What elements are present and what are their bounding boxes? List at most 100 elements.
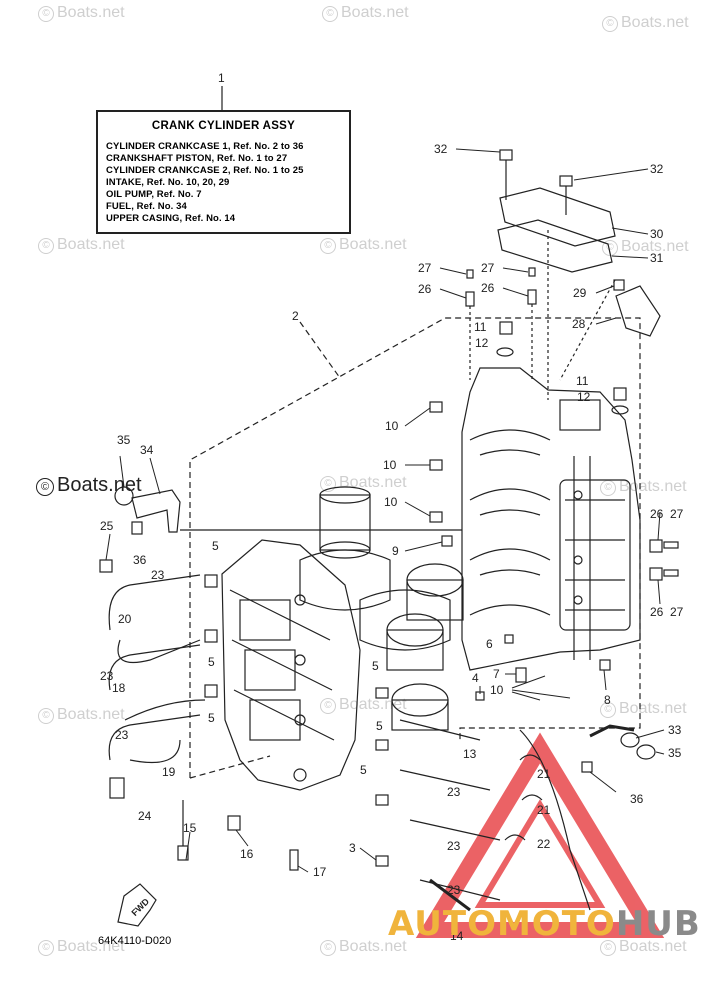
washer-12 xyxy=(496,347,514,357)
fitting-3 xyxy=(375,855,389,867)
nipple-10 xyxy=(429,511,443,523)
crank-top-flange-lower xyxy=(319,541,371,559)
leader-line xyxy=(404,501,431,517)
cover-guide-line xyxy=(559,279,616,381)
bolt-hole xyxy=(293,768,307,782)
assembly-dashed-outline xyxy=(189,317,641,779)
leader-line xyxy=(511,675,546,689)
callout-26: 26 xyxy=(481,281,495,295)
bolt-hole xyxy=(294,714,306,726)
callout-26: 26 xyxy=(418,282,432,296)
leader-line xyxy=(611,227,649,235)
brand-part-2: HUB xyxy=(615,904,701,944)
legend-line: INTAKE, Ref. No. 10, 20, 29 xyxy=(106,177,230,188)
screw-27 xyxy=(663,541,679,549)
watermark-text: Boats.net xyxy=(57,938,125,955)
callout-35: 35 xyxy=(117,433,131,447)
crankcase-front-port-1 xyxy=(239,599,291,641)
watermark: ©Boats.net xyxy=(322,4,409,22)
filter-7 xyxy=(515,667,527,683)
fitting-5 xyxy=(204,574,218,588)
legend-line: UPPER CASING, Ref. No. 14 xyxy=(106,213,236,224)
fwd-arrow: FWD xyxy=(117,883,157,927)
callout-16: 16 xyxy=(240,847,254,861)
callout-11: 11 xyxy=(474,320,487,334)
leader-line xyxy=(611,255,649,259)
callout-36: 36 xyxy=(630,792,644,806)
dowel-26 xyxy=(465,291,475,307)
plug-16 xyxy=(227,815,241,831)
callout-10: 10 xyxy=(384,495,398,509)
logo-triangle-outer xyxy=(415,732,665,938)
callout-22: 22 xyxy=(537,837,551,851)
hose-19 xyxy=(129,739,181,764)
crankcase-rear-bearing-saddles xyxy=(469,429,551,616)
upper-small-parts xyxy=(429,267,661,547)
bolt-32-head xyxy=(499,149,513,161)
plug-8 xyxy=(599,659,611,671)
callout-23: 23 xyxy=(447,883,461,897)
clip-25 xyxy=(99,559,113,573)
legend-line: CRANKSHAFT PISTON, Ref. No. 1 to 27 xyxy=(106,153,288,164)
callout-5: 5 xyxy=(372,659,379,673)
watermark-text: Boats.net xyxy=(339,696,407,713)
leader-line xyxy=(502,267,529,273)
callout-2: 2 xyxy=(292,309,299,323)
brand-wordmark: AUTOMOTOHUB xyxy=(388,904,701,944)
callout-21: 21 xyxy=(537,803,551,817)
crankcase-rear-top-pad xyxy=(559,399,601,431)
callout-15: 15 xyxy=(183,821,197,835)
cap-33 xyxy=(620,732,640,748)
leader-line xyxy=(105,533,111,561)
hose-20 xyxy=(117,639,201,664)
copyright-icon: © xyxy=(320,698,336,714)
callout-5: 5 xyxy=(360,763,367,777)
leader-2 xyxy=(299,321,341,379)
callout-28: 28 xyxy=(572,317,586,331)
callout-5: 5 xyxy=(212,539,219,553)
watermark: ©Boats.net xyxy=(320,236,407,254)
plug-9 xyxy=(441,535,453,547)
leader-line xyxy=(404,407,431,427)
copyright-icon: © xyxy=(38,940,54,956)
hose-23 xyxy=(108,574,201,631)
copyright-icon: © xyxy=(320,940,336,956)
bracket-28 xyxy=(615,285,661,337)
lower-parts xyxy=(177,539,679,912)
leader-line xyxy=(511,689,571,699)
cover-30 xyxy=(499,187,616,247)
bolt-hole xyxy=(294,654,306,666)
plug-11 xyxy=(499,321,513,335)
watermark: ©Boats.net xyxy=(320,938,407,956)
crankshaft-assembly xyxy=(299,486,464,731)
fwd-label: FWD xyxy=(130,896,152,918)
screw-27 xyxy=(663,569,679,577)
crankcase-rear xyxy=(461,367,641,671)
callout-1: 1 xyxy=(218,71,225,85)
clip-26 xyxy=(649,539,663,553)
leader-line xyxy=(657,511,661,541)
screw-27 xyxy=(466,269,474,279)
piston-2-skirt xyxy=(386,629,444,671)
copyright-icon: © xyxy=(322,6,338,22)
leader-line xyxy=(603,669,607,691)
crankcase-front-port-2 xyxy=(244,649,296,691)
leader-line xyxy=(511,691,541,701)
copyright-icon: © xyxy=(38,708,54,724)
watermark: ©Boats.net xyxy=(38,236,125,254)
screw-27 xyxy=(528,267,536,277)
piston-1-skirt xyxy=(406,579,464,621)
callout-11: 11 xyxy=(576,374,589,388)
pipe-33 xyxy=(589,724,635,738)
clamps-21-22 xyxy=(504,754,543,841)
leader-line xyxy=(595,317,617,325)
fitting-5 xyxy=(204,684,218,698)
callout-14: 14 xyxy=(450,929,464,943)
legend-line: CYLINDER CRANKCASE 1, Ref. No. 2 to 36 xyxy=(106,141,304,152)
crankcase-front-ribs xyxy=(229,589,335,741)
plug-35 xyxy=(636,744,656,760)
callout-labels: 1 2 3 4 5 5 5 5 5 5 6 7 8 9 10 10 10 10 … xyxy=(100,71,684,943)
brand-part-1: AUTOMOTO xyxy=(388,904,616,944)
callout-29: 29 xyxy=(573,286,587,300)
